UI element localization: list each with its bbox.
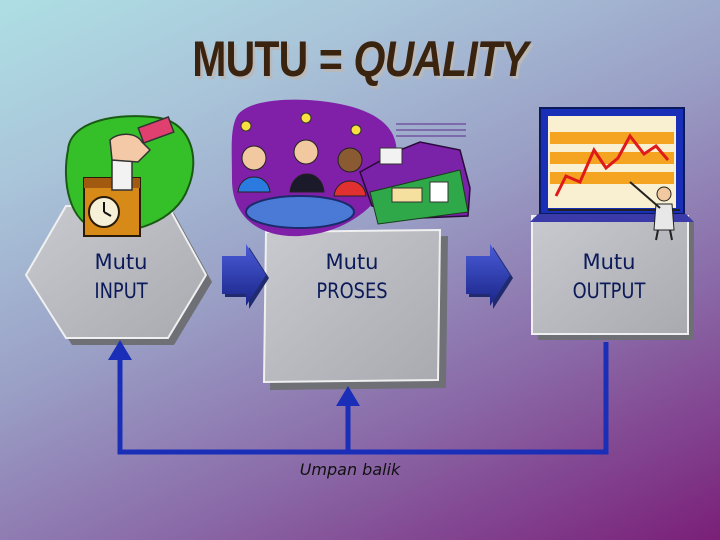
title-right: QUALITY xyxy=(353,31,529,87)
input-label-line2: INPUT xyxy=(94,279,148,303)
title-left: MUTU xyxy=(192,31,308,87)
feedback-arrowhead-process xyxy=(336,386,360,406)
time-clock-icon xyxy=(65,115,195,237)
process-label-line1: Mutu xyxy=(325,250,379,274)
feedback-loop xyxy=(117,342,609,455)
feedback-arrowhead-input xyxy=(108,340,132,360)
title-equals: = xyxy=(318,31,343,87)
output-label-line2: OUTPUT xyxy=(572,279,646,303)
feedback-label: Umpan balik xyxy=(299,460,401,479)
arrow-input-to-process xyxy=(222,244,269,309)
process-label: Mutu PROSES xyxy=(296,248,408,306)
team-meeting-icon xyxy=(231,99,471,237)
output-label: Mutu OUTPUT xyxy=(553,248,665,306)
process-node xyxy=(262,228,448,390)
presenter-chart-icon xyxy=(530,107,694,241)
process-label-line2: PROSES xyxy=(316,279,388,303)
input-label: Mutu INPUT xyxy=(66,248,176,306)
output-label-line1: Mutu xyxy=(582,250,636,274)
slide-title: MUTU=QUALITY xyxy=(65,30,655,88)
output-node xyxy=(531,215,694,340)
arrow-process-to-output xyxy=(466,244,513,309)
input-label-line1: Mutu xyxy=(94,250,148,274)
